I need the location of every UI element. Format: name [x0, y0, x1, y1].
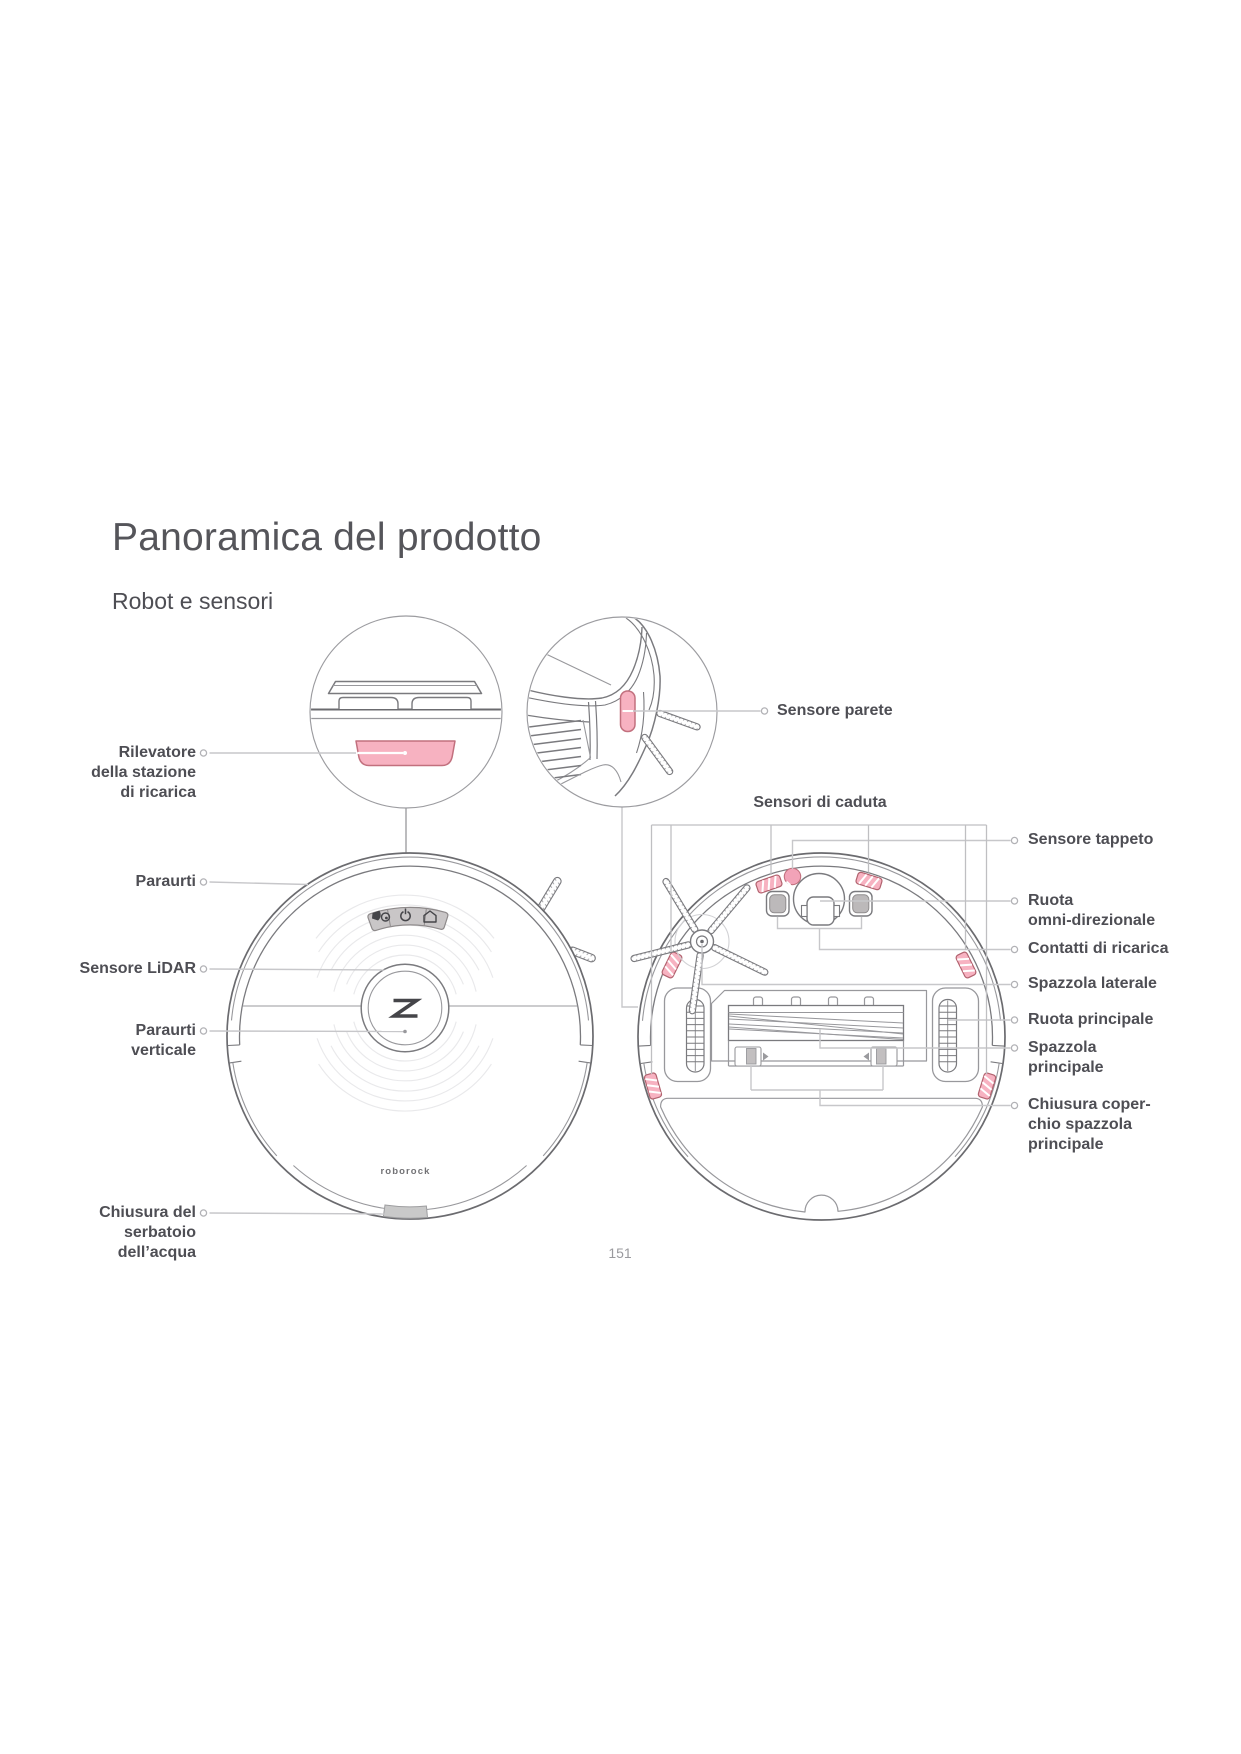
cliff-sensor-shape	[661, 951, 683, 979]
power-icon	[400, 908, 411, 922]
label-side-brush: Spazzola laterale	[1028, 975, 1157, 992]
label-omni-wheel: Ruota omni-direzionale	[1028, 892, 1156, 929]
brand-logo: roborock	[380, 1166, 431, 1177]
page-number: 151	[608, 1245, 632, 1261]
cliff-sensor-shape	[955, 951, 977, 979]
section-subtitle: Robot e sensori	[112, 588, 274, 614]
detail-circle-dock-locator	[309, 615, 503, 855]
label-main-brush: Spazzola principale	[1028, 1039, 1104, 1076]
label-cliff-sensors: Sensori di caduta	[753, 794, 887, 811]
cliff-sensor-bracket	[650, 824, 988, 1074]
label-carpet-sensor: Sensore tappeto	[1028, 831, 1154, 848]
callout-lines	[209, 710, 1011, 1215]
label-charging-contacts: Contatti di ricarica	[1028, 940, 1169, 957]
cliff-sensor-shape	[643, 1072, 663, 1100]
label-main-wheel: Ruota principale	[1028, 1011, 1154, 1028]
leader-highlights	[357, 710, 633, 1034]
label-water-tank-latch: Chiusura del serbatoio dell’acqua	[99, 1204, 196, 1261]
cliff-sensor-shape	[855, 871, 883, 891]
dock-icon	[423, 910, 437, 923]
label-bumper: Paraurti	[135, 873, 196, 890]
callout-markers	[199, 707, 1019, 1217]
page-title: Panoramica del prodotto	[112, 516, 542, 559]
label-main-brush-cover-latch: Chiusura coper- chio spazzola principale	[1028, 1096, 1151, 1153]
cliff-sensor-shape	[977, 1072, 997, 1100]
label-dock-locator: Rilevatore della stazione di ricarica	[91, 744, 196, 801]
spot-clean-icon	[372, 910, 381, 921]
label-lidar-sensor: Sensore LiDAR	[79, 960, 196, 977]
robot-bottom-view	[630, 852, 1006, 1221]
label-vertical-bumper: Paraurti verticale	[131, 1022, 196, 1059]
label-wall-sensor: Sensore parete	[777, 702, 893, 719]
cliff-sensor-shape	[755, 874, 783, 894]
robot-top-view	[226, 852, 596, 1220]
